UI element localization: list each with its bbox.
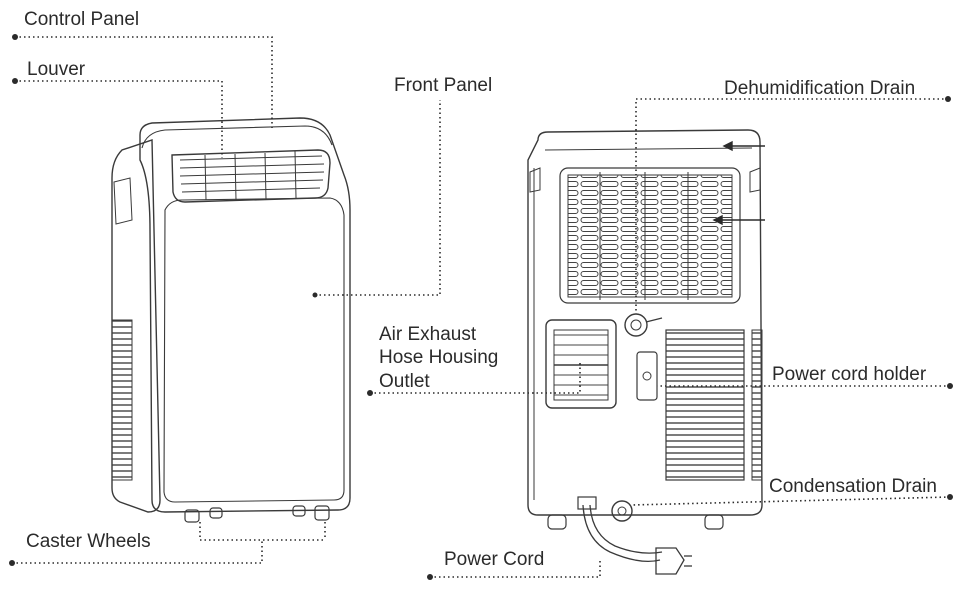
callout-leaders	[12, 36, 951, 578]
label-dehumidification-drain: Dehumidification Drain	[724, 78, 916, 99]
label-condensation-drain: Condensation Drain	[769, 476, 937, 497]
front-unit-side	[111, 139, 161, 513]
label-air-exhaust-line1: Air Exhaust	[379, 324, 477, 345]
label-louver: Louver	[27, 59, 86, 80]
back-unit	[527, 129, 763, 575]
back-wheels	[547, 514, 724, 530]
label-control-panel: Control Panel	[24, 9, 140, 30]
front-unit-body	[139, 117, 351, 513]
label-power-cord-holder: Power cord holder	[772, 364, 927, 385]
top-rim	[141, 125, 333, 149]
label-front-panel: Front Panel	[394, 75, 493, 96]
lower-grill	[665, 329, 745, 481]
power-plug	[655, 547, 685, 575]
condensation-drain-plug	[611, 500, 633, 522]
louver-housing	[171, 149, 331, 203]
upper-grill	[559, 167, 741, 304]
power-cord-holder	[636, 351, 658, 401]
louver-slats	[179, 150, 325, 201]
side-grill	[111, 319, 133, 481]
back-unit-body	[527, 129, 763, 516]
label-air-exhaust-line2: Hose Housing	[379, 347, 499, 368]
front-panel-face	[163, 197, 345, 503]
label-power-cord: Power Cord	[444, 549, 545, 570]
exhaust-outlet	[545, 319, 617, 409]
arrow-heads	[712, 140, 765, 226]
label-caster-wheels: Caster Wheels	[26, 531, 151, 552]
label-air-exhaust-line3: Outlet	[379, 371, 430, 392]
power-cord-line	[582, 504, 661, 563]
callout-dots	[9, 34, 953, 580]
front-wheels	[184, 505, 330, 523]
front-unit	[111, 117, 351, 523]
dehumidification-drain-plug	[624, 313, 648, 337]
